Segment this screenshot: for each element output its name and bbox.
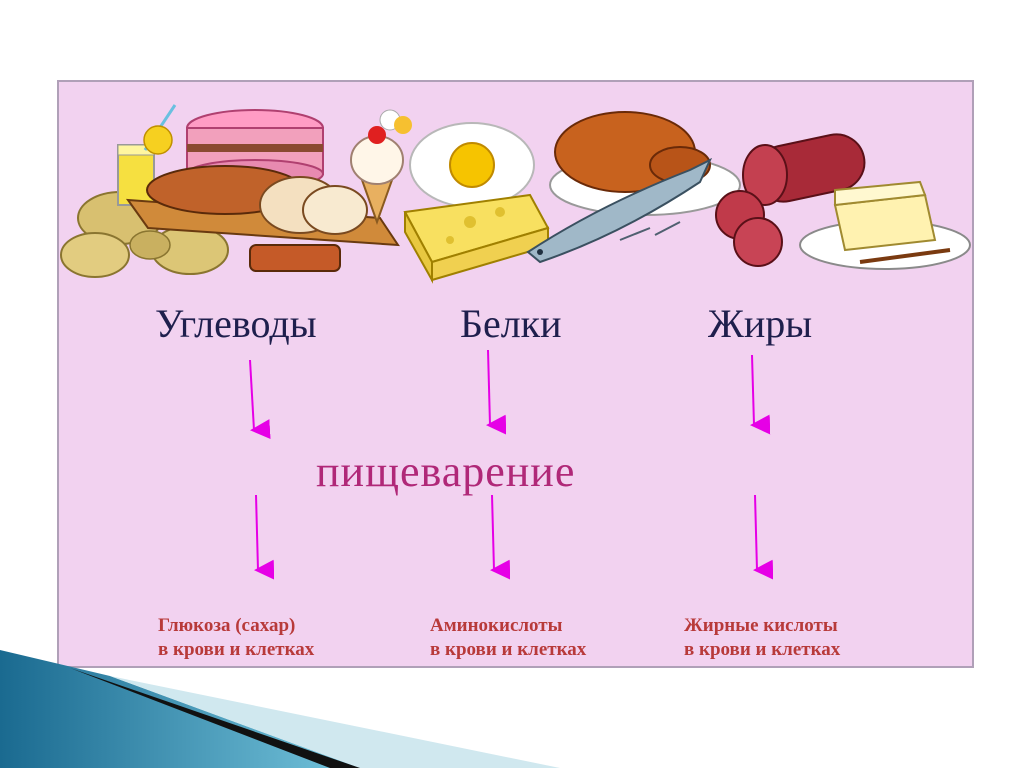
category-label-proteins: Белки xyxy=(460,301,562,346)
result-carbohydrates-line2: в крови и клетках xyxy=(158,639,315,660)
juice-glass-illustration xyxy=(117,104,177,206)
result-proteins: Аминокислоты в крови и клетках xyxy=(430,614,586,662)
result-proteins-line2: в крови и клетках xyxy=(430,639,587,660)
arrow-fats-top xyxy=(750,354,771,435)
ice-cream-illustration xyxy=(350,109,412,225)
result-fats-line2: в крови и клетках xyxy=(684,639,841,660)
arrow-carbohydrates-bottom xyxy=(254,494,275,580)
salami-illustration xyxy=(715,133,866,267)
process-label-digestion: пищеварение xyxy=(316,447,576,496)
result-fats: Жирные кислоты в крови и клетках xyxy=(684,614,840,662)
butter-illustration xyxy=(799,180,971,270)
decor-light-swoosh xyxy=(110,676,560,768)
arrow-proteins-bottom xyxy=(490,494,511,580)
result-carbohydrates-line1: Глюкоза (сахар) xyxy=(158,615,296,636)
arrow-proteins-top xyxy=(486,349,507,435)
result-carbohydrates: Глюкоза (сахар) в крови и клетках xyxy=(158,614,314,662)
result-fats-line1: Жирные кислоты xyxy=(684,615,838,636)
fish-illustration xyxy=(526,157,713,264)
arrow-fats-bottom xyxy=(753,494,774,580)
decor-dark-swoosh xyxy=(70,668,360,768)
category-label-fats: Жиры xyxy=(708,301,813,346)
arrow-carbohydrates-top xyxy=(249,359,271,440)
cheese-illustration xyxy=(403,193,550,284)
category-label-carbohydrates: Углеводы xyxy=(155,301,317,346)
fried-egg-illustration xyxy=(409,122,535,208)
result-proteins-line1: Аминокислоты xyxy=(430,615,563,636)
bread-illustration xyxy=(125,165,400,272)
